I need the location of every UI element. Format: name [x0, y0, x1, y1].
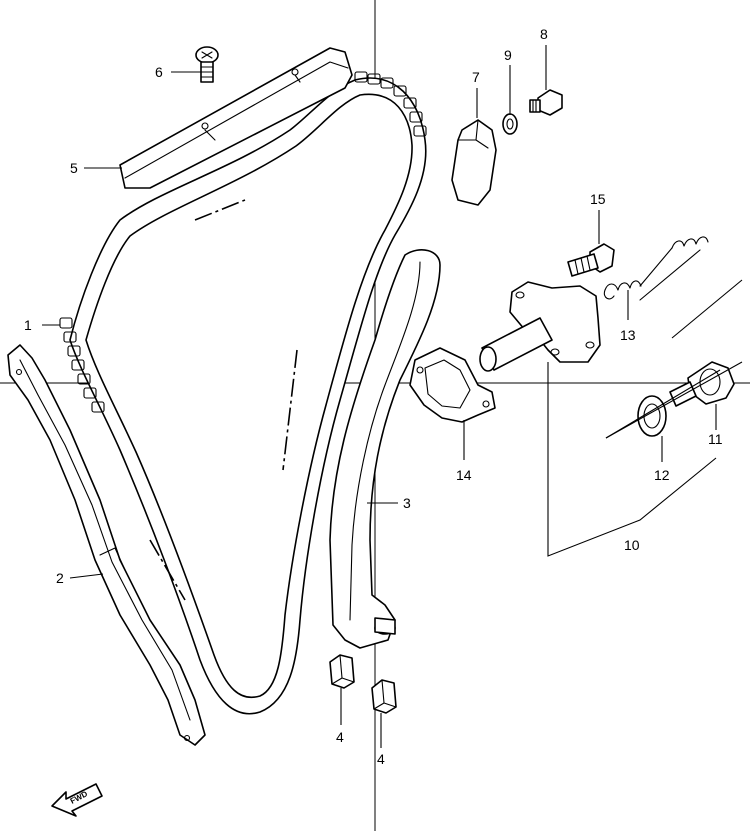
callout-9: 9 — [504, 47, 512, 63]
callout-2: 2 — [56, 570, 64, 586]
cam-chain — [59, 71, 427, 715]
callout-8: 8 — [540, 26, 548, 42]
gasket — [409, 347, 496, 423]
callout-3: 3 — [403, 495, 411, 511]
fwd-arrow-icon: FWD — [51, 783, 103, 817]
tensioner-body — [479, 281, 601, 372]
cam-chain-guide-rear — [7, 344, 206, 746]
callout-13: 13 — [620, 327, 636, 343]
callout-4a: 4 — [336, 729, 344, 745]
callout-11: 11 — [708, 431, 723, 447]
assembly-bracket-lines — [547, 279, 743, 557]
callout-10: 10 — [624, 537, 640, 553]
callout-6: 6 — [155, 64, 163, 80]
screw — [195, 46, 219, 83]
callout-1: 1 — [24, 317, 32, 333]
callout-14: 14 — [456, 467, 472, 483]
tensioner-bolt — [567, 243, 615, 277]
leader-lines — [42, 45, 717, 748]
cam-chain-top-guide — [119, 47, 353, 189]
callout-12: 12 — [654, 467, 670, 483]
cushion — [451, 119, 497, 206]
tensioner-spring — [603, 236, 709, 301]
washer — [502, 113, 518, 135]
callout-7: 7 — [472, 69, 480, 85]
callout-4b: 4 — [377, 751, 385, 767]
damper-block-right — [371, 679, 397, 714]
damper-block-left — [329, 654, 355, 689]
callout-5: 5 — [70, 160, 78, 176]
callout-15: 15 — [590, 191, 606, 207]
bolt — [529, 89, 563, 116]
callout-labels: 1 2 3 4 4 5 6 7 8 9 10 11 12 13 14 15 — [24, 26, 723, 767]
cam-chain-tension-guide — [329, 249, 441, 649]
